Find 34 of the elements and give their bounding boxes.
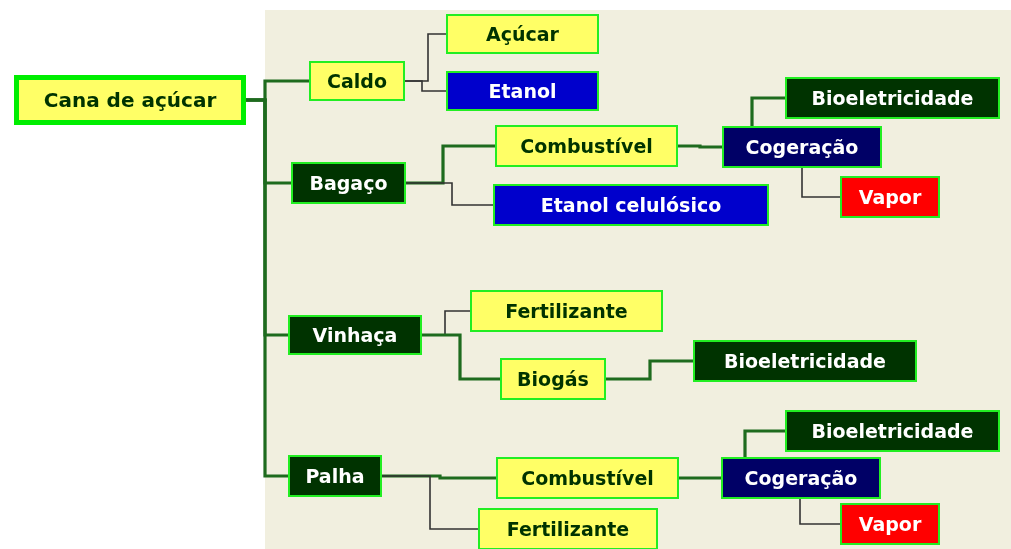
connector-line [382,474,496,480]
process-box: Vapor [840,176,940,218]
connector-line [678,144,722,149]
connector-line [422,333,500,381]
connector-line [750,96,785,126]
process-box: Cana de açúcar [14,75,246,125]
connector-line [799,498,841,525]
process-box: Combustível [495,125,678,167]
process-box: Biogás [500,358,606,400]
process-box: Bioeletricidade [785,77,1000,119]
process-box: Bioeletricidade [785,410,1000,452]
process-box: Açúcar [446,14,599,54]
process-box: Fertilizante [470,290,663,332]
process-box: Palha [288,455,382,497]
connector-line [679,476,721,480]
connector-line [381,475,479,530]
process-box: Cogeração [721,457,881,499]
process-box: Cogeração [722,126,882,168]
process-box: Bioeletricidade [693,340,917,382]
connector-line [246,98,288,478]
process-box: Etanol [446,71,599,111]
process-box: Vinhaça [288,315,422,355]
process-box: Bagaço [291,162,406,204]
process-box: Fertilizante [478,508,658,549]
connector-line [404,80,447,92]
connector-line [606,359,693,381]
process-box: Combustível [496,457,679,499]
process-box: Vapor [840,503,940,545]
connector-line [801,167,841,198]
process-box: Etanol celulósico [493,184,769,226]
process-box: Caldo [309,61,405,101]
connector-line [406,144,495,185]
connector-line [743,429,785,457]
connector-line [405,182,494,206]
